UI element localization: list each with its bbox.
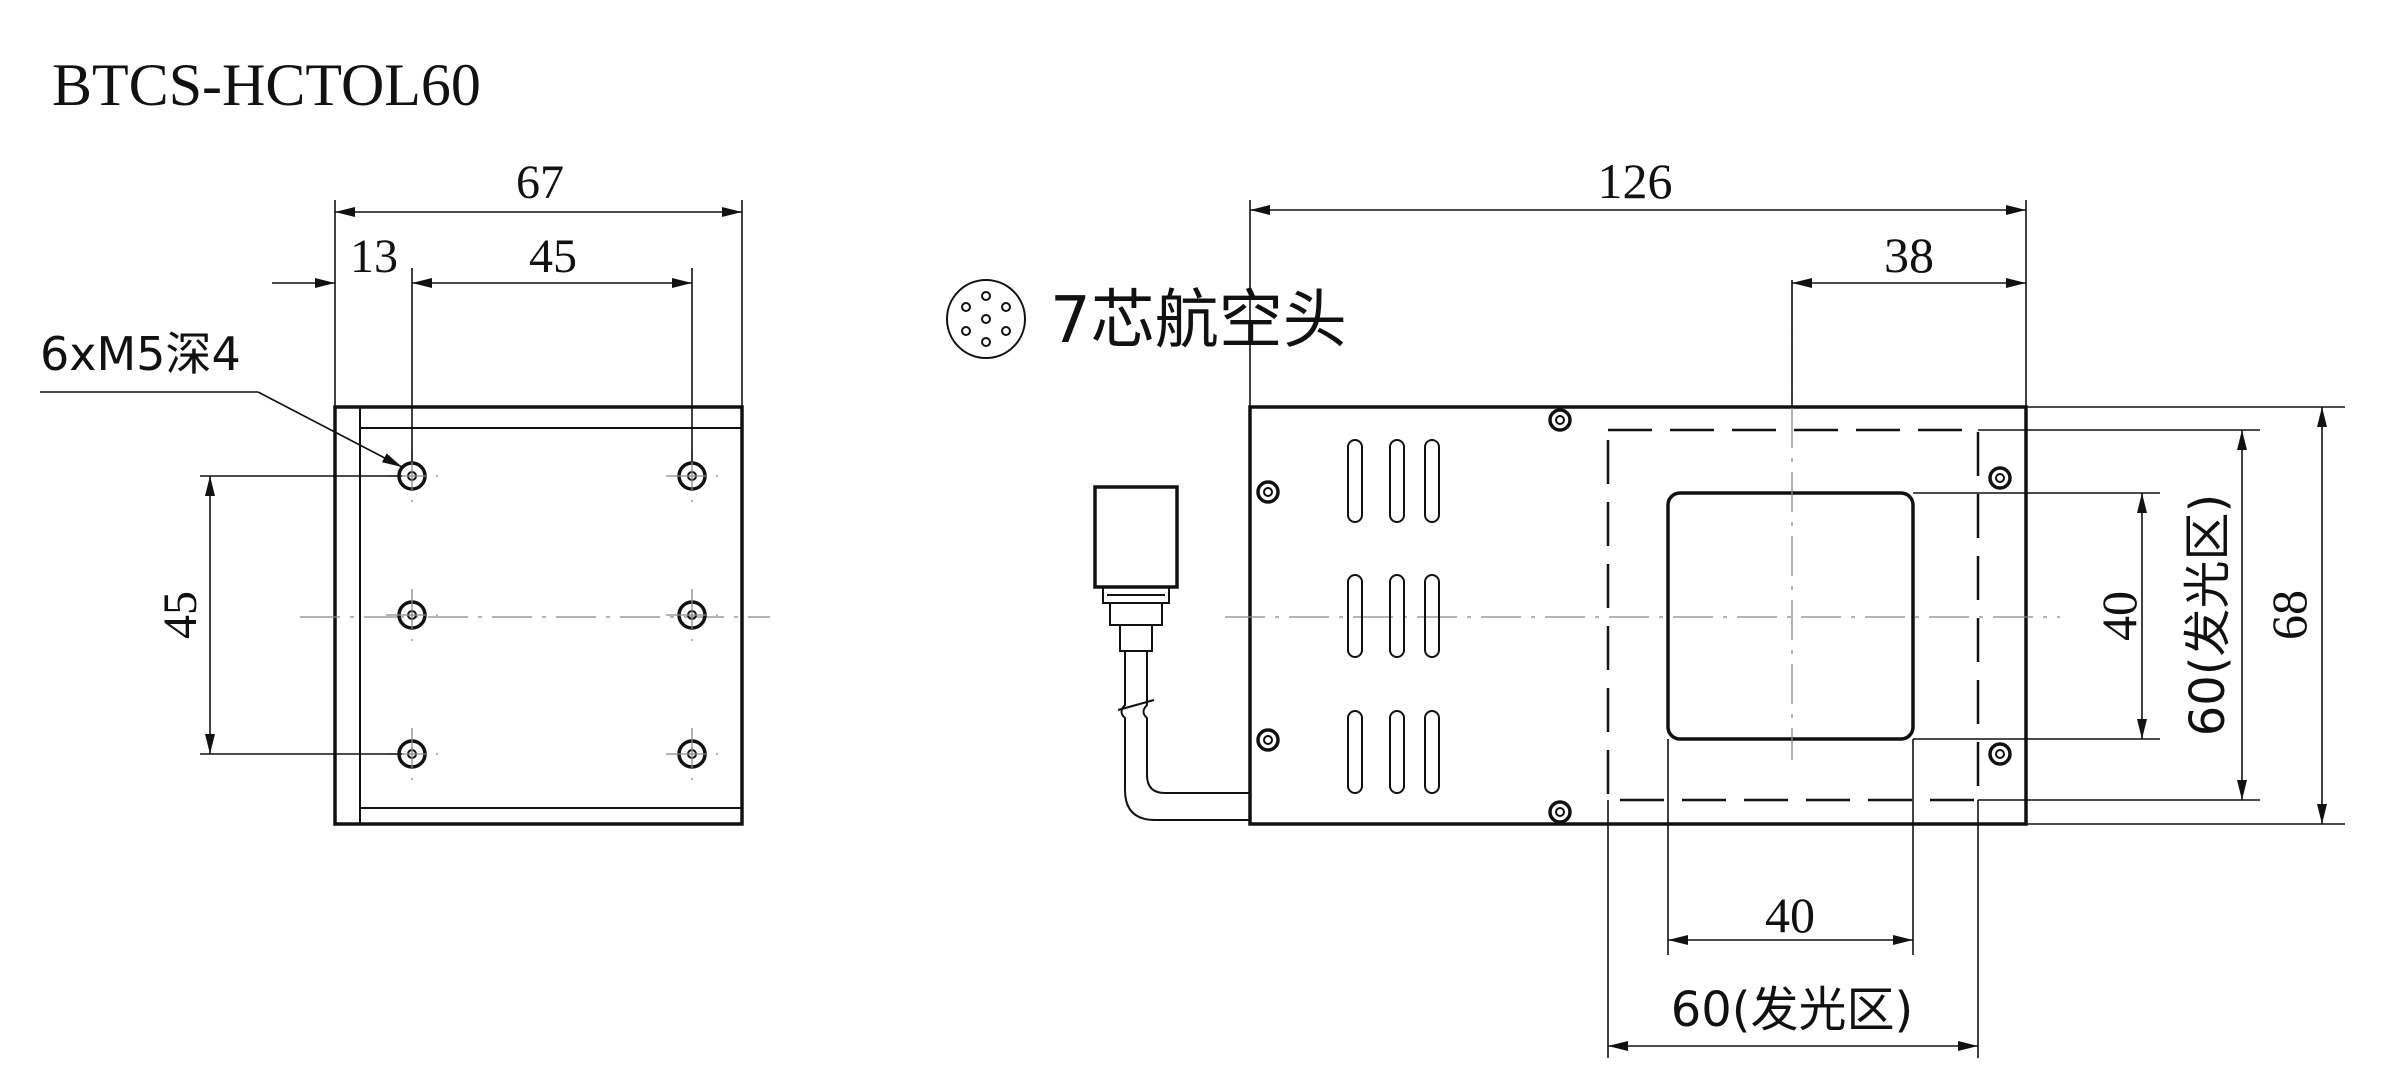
hole — [666, 728, 718, 780]
dimension-40-vertical: 40 — [1913, 492, 2160, 740]
dim-label-38: 38 — [1884, 227, 1934, 283]
dim-label-60-h: 60(发光区) — [1671, 982, 1914, 1038]
dimension-45-vertical: 45 — [154, 475, 402, 755]
dimension-126: 126 — [1249, 153, 2027, 407]
dimension-40-horizontal: 40 — [1667, 739, 1914, 955]
hole-callout-label: 6xM5深4 — [40, 327, 241, 381]
connector-label: 7芯航空头 — [1050, 284, 1347, 358]
dim-label-40-h: 40 — [1765, 887, 1815, 943]
screw-heads — [1256, 408, 2012, 824]
aviation-connector — [1093, 485, 1179, 652]
hole — [386, 589, 438, 641]
connector-pinout-icon — [946, 279, 1026, 359]
left-body-outline — [333, 405, 744, 826]
light-window — [1666, 491, 1915, 741]
dimension-67: 67 — [334, 156, 743, 407]
dimension-38: 38 — [1791, 227, 2026, 407]
dim-label-67: 67 — [516, 156, 564, 209]
screw-icon — [1256, 480, 1280, 504]
right-view: 126 38 40 60(发光区) 68 — [1225, 153, 2345, 1058]
dim-label-60-v: 60(发光区) — [2180, 494, 2236, 737]
dimension-60-vertical: 60(发光区) — [1978, 429, 2260, 801]
dimension-68-vertical: 68 — [2026, 406, 2345, 825]
dimension-60-horizontal: 60(发光区) — [1607, 800, 1979, 1058]
screw-icon — [1548, 408, 1572, 432]
screw-icon — [1256, 728, 1280, 752]
screw-icon — [1988, 466, 2012, 490]
screw-icon — [1988, 742, 2012, 766]
dimension-13-45: 13 45 — [272, 230, 693, 462]
drawing-title: BTCS-HCTOL60 — [52, 52, 481, 118]
vent-slots — [1347, 439, 1440, 794]
cable — [1117, 651, 1250, 821]
dim-label-68: 68 — [2261, 590, 2317, 640]
emitting-area-outline — [1606, 428, 1980, 802]
dim-label-40-v: 40 — [2091, 591, 2147, 641]
hole — [666, 589, 718, 641]
right-body-outline — [1248, 405, 2028, 826]
mounting-holes — [386, 450, 718, 780]
dim-label-45-h: 45 — [529, 230, 577, 283]
left-view: 67 13 45 6xM5深4 45 — [40, 156, 770, 826]
dim-label-126: 126 — [1598, 153, 1673, 209]
screw-icon — [1548, 800, 1572, 824]
hole-callout: 6xM5深4 — [40, 327, 403, 468]
dim-label-13: 13 — [350, 230, 398, 283]
dim-label-45-v: 45 — [154, 591, 207, 639]
